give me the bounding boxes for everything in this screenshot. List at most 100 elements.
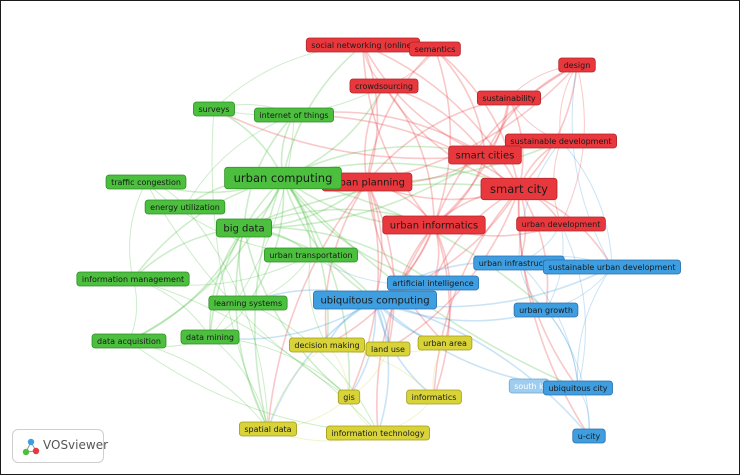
node-box-informatics[interactable] xyxy=(406,389,462,405)
edge-urban-computing-gis xyxy=(282,177,351,398)
node-box-smart-city[interactable] xyxy=(480,177,558,201)
node-smart-city[interactable]: smart city xyxy=(480,177,558,201)
node-urban-transportation[interactable]: urban transportation xyxy=(264,247,358,263)
node-label-information-management: information management xyxy=(82,275,184,284)
node-ubiquitous-computing[interactable]: ubiquitous computing xyxy=(313,290,437,310)
edge-learning-systems-information-technology xyxy=(247,302,379,434)
node-spatial-data[interactable]: spatial data xyxy=(238,421,298,437)
node-box-internet-of-things[interactable] xyxy=(254,107,334,123)
edge-urban-computing-social-networking-online xyxy=(282,44,364,179)
node-box-information-management[interactable] xyxy=(76,271,190,287)
node-ubiquitous-city[interactable]: ubiquitous city xyxy=(543,380,613,396)
node-box-information-technology[interactable] xyxy=(326,425,430,441)
node-internet-of-things[interactable]: internet of things xyxy=(254,107,334,123)
node-sustainable-urban-development[interactable]: sustainable urban development xyxy=(543,259,681,275)
edge-sustainable-urban-development-design xyxy=(571,64,613,268)
node-surveys[interactable]: surveys xyxy=(193,101,235,117)
node-box-urban-computing[interactable] xyxy=(224,166,342,190)
node-box-energy-utilization[interactable] xyxy=(144,199,226,215)
node-artificial-intelligence[interactable]: artificial intelligence xyxy=(386,275,480,291)
node-smart-cities[interactable]: smart cities xyxy=(448,145,522,165)
node-crowdsourcing[interactable]: crowdsourcing xyxy=(349,78,419,94)
edge-urban-computing-data-mining xyxy=(209,177,284,338)
node-label-south-k: south k xyxy=(514,382,544,391)
node-box-land-use[interactable] xyxy=(365,341,411,357)
edge-urban-planning-social-networking-online xyxy=(362,44,379,183)
node-box-crowdsourcing[interactable] xyxy=(349,78,419,94)
node-label-ubiquitous-city: ubiquitous city xyxy=(548,384,607,393)
node-information-management[interactable]: information management xyxy=(76,271,190,287)
node-urban-development[interactable]: urban development xyxy=(516,216,606,232)
node-box-ubiquitous-city[interactable] xyxy=(543,380,613,396)
node-box-spatial-data[interactable] xyxy=(238,421,298,437)
node-box-sustainable-urban-development[interactable] xyxy=(543,259,681,275)
node-box-urban-informatics[interactable] xyxy=(382,215,486,235)
edge-urban-informatics-sustainability xyxy=(433,97,510,226)
node-land-use[interactable]: land use xyxy=(365,341,411,357)
node-label-sustainability: sustainability xyxy=(482,94,536,103)
node-data-mining[interactable]: data mining xyxy=(180,329,240,345)
node-label-decision-making: decision making xyxy=(294,341,359,350)
node-big-data[interactable]: big data xyxy=(216,218,272,238)
node-decision-making[interactable]: decision making xyxy=(288,337,366,353)
node-box-traffic-congestion[interactable] xyxy=(105,174,187,190)
node-sustainable-development[interactable]: sustainable development xyxy=(505,133,617,149)
node-box-smart-cities[interactable] xyxy=(448,145,522,165)
node-information-technology[interactable]: information technology xyxy=(326,425,430,441)
node-box-sustainability[interactable] xyxy=(476,90,542,106)
edge-urban-planning-land-use xyxy=(366,181,396,350)
edge-urban-planning-crowdsourcing xyxy=(363,85,385,183)
node-semantics[interactable]: semantics xyxy=(409,41,461,57)
node-urban-informatics[interactable]: urban informatics xyxy=(382,215,486,235)
edge-surveys-social-networking-online xyxy=(213,44,364,110)
node-box-ubiquitous-computing[interactable] xyxy=(313,290,437,310)
node-gis[interactable]: gis xyxy=(337,389,361,405)
node-u-city[interactable]: u-city xyxy=(572,428,606,444)
node-design[interactable]: design xyxy=(558,57,596,73)
node-box-gis[interactable] xyxy=(337,389,361,405)
node-social-networking-online[interactable]: social networking (online) xyxy=(305,37,421,53)
node-box-semantics[interactable] xyxy=(409,41,461,57)
node-label-smart-cities: smart cities xyxy=(456,151,515,162)
node-box-urban-area[interactable] xyxy=(417,335,473,351)
node-box-urban-growth[interactable] xyxy=(513,302,579,318)
node-label-urban-computing: urban computing xyxy=(234,171,333,185)
node-box-data-acquisition[interactable] xyxy=(91,333,167,349)
edge-urban-planning-semantics xyxy=(366,48,436,183)
node-label-design: design xyxy=(564,61,591,70)
node-data-acquisition[interactable]: data acquisition xyxy=(91,333,167,349)
node-box-big-data[interactable] xyxy=(216,218,272,238)
node-box-design[interactable] xyxy=(558,57,596,73)
node-urban-growth[interactable]: urban growth xyxy=(513,302,579,318)
edge-urban-informatics-design xyxy=(433,64,578,226)
node-box-decision-making[interactable] xyxy=(288,337,366,353)
node-box-data-mining[interactable] xyxy=(180,329,240,345)
node-south-k[interactable]: south k xyxy=(508,378,550,394)
vosviewer-logo: VOSviewer xyxy=(12,429,108,463)
edge-smart-city-semantics xyxy=(434,48,520,190)
vosviewer-logo-icon xyxy=(22,438,40,456)
node-box-sustainable-development[interactable] xyxy=(505,133,617,149)
node-box-urban-transportation[interactable] xyxy=(264,247,358,263)
node-urban-area[interactable]: urban area xyxy=(417,335,473,351)
node-informatics[interactable]: informatics xyxy=(406,389,462,405)
edge-big-data-data-acquisition xyxy=(128,227,245,342)
edge-smart-cities-semantics xyxy=(434,48,486,156)
edge-surveys-spatial-data xyxy=(211,108,269,430)
node-urban-computing[interactable]: urban computing xyxy=(224,166,342,190)
node-box-urban-development[interactable] xyxy=(516,216,606,232)
node-label-crowdsourcing: crowdsourcing xyxy=(355,82,413,91)
node-box-u-city[interactable] xyxy=(572,428,606,444)
edge-urban-computing-data-acquisition xyxy=(128,177,284,342)
edge-information-management-traffic-congestion xyxy=(129,181,147,280)
node-sustainability[interactable]: sustainability xyxy=(476,90,542,106)
vosviewer-logo-text: VOSviewer xyxy=(43,438,109,452)
node-box-surveys[interactable] xyxy=(193,101,235,117)
node-energy-utilization[interactable]: energy utilization xyxy=(144,199,226,215)
node-learning-systems[interactable]: learning systems xyxy=(208,295,288,311)
node-traffic-congestion[interactable]: traffic congestion xyxy=(105,174,187,190)
node-box-artificial-intelligence[interactable] xyxy=(386,275,480,291)
node-box-learning-systems[interactable] xyxy=(208,295,288,311)
edge-urban-planning-spatial-data xyxy=(267,181,368,430)
